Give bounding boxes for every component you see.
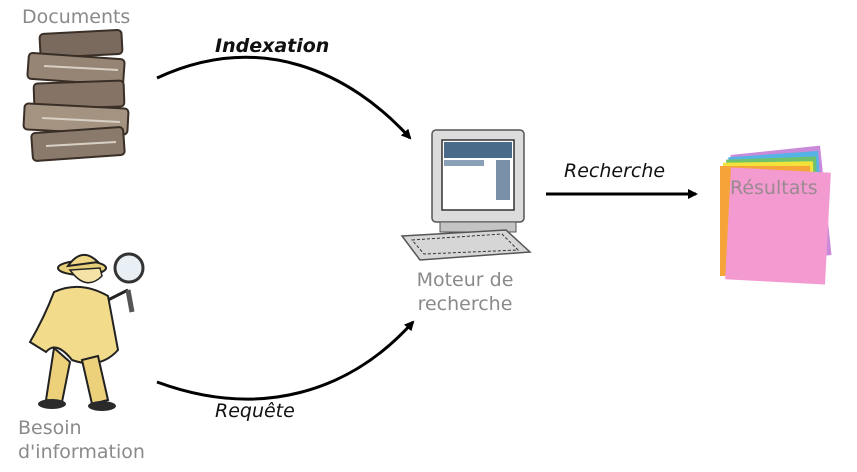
besoin-label-line2: d'information [18,441,145,463]
book-stack-icon [22,29,130,162]
requete-label: Requête [215,400,295,422]
indexation-label: Indexation [215,35,330,57]
detective-icon [28,252,145,411]
arrow-requete [156,320,415,401]
recherche-label: Recherche [564,160,666,182]
documents-label: Documents [22,6,131,28]
moteur-label: Moteur de recherche [405,268,525,316]
moteur-label-line1: Moteur de [416,269,514,291]
arrow-indexation [156,55,412,140]
computer-icon [400,129,532,261]
moteur-label-line2: recherche [417,293,513,315]
pages-stack-icon [720,145,832,285]
besoin-label-line1: Besoin [18,417,82,439]
resultats-label: Résultats [730,177,818,199]
besoin-label: Besoin d'information [18,416,145,464]
